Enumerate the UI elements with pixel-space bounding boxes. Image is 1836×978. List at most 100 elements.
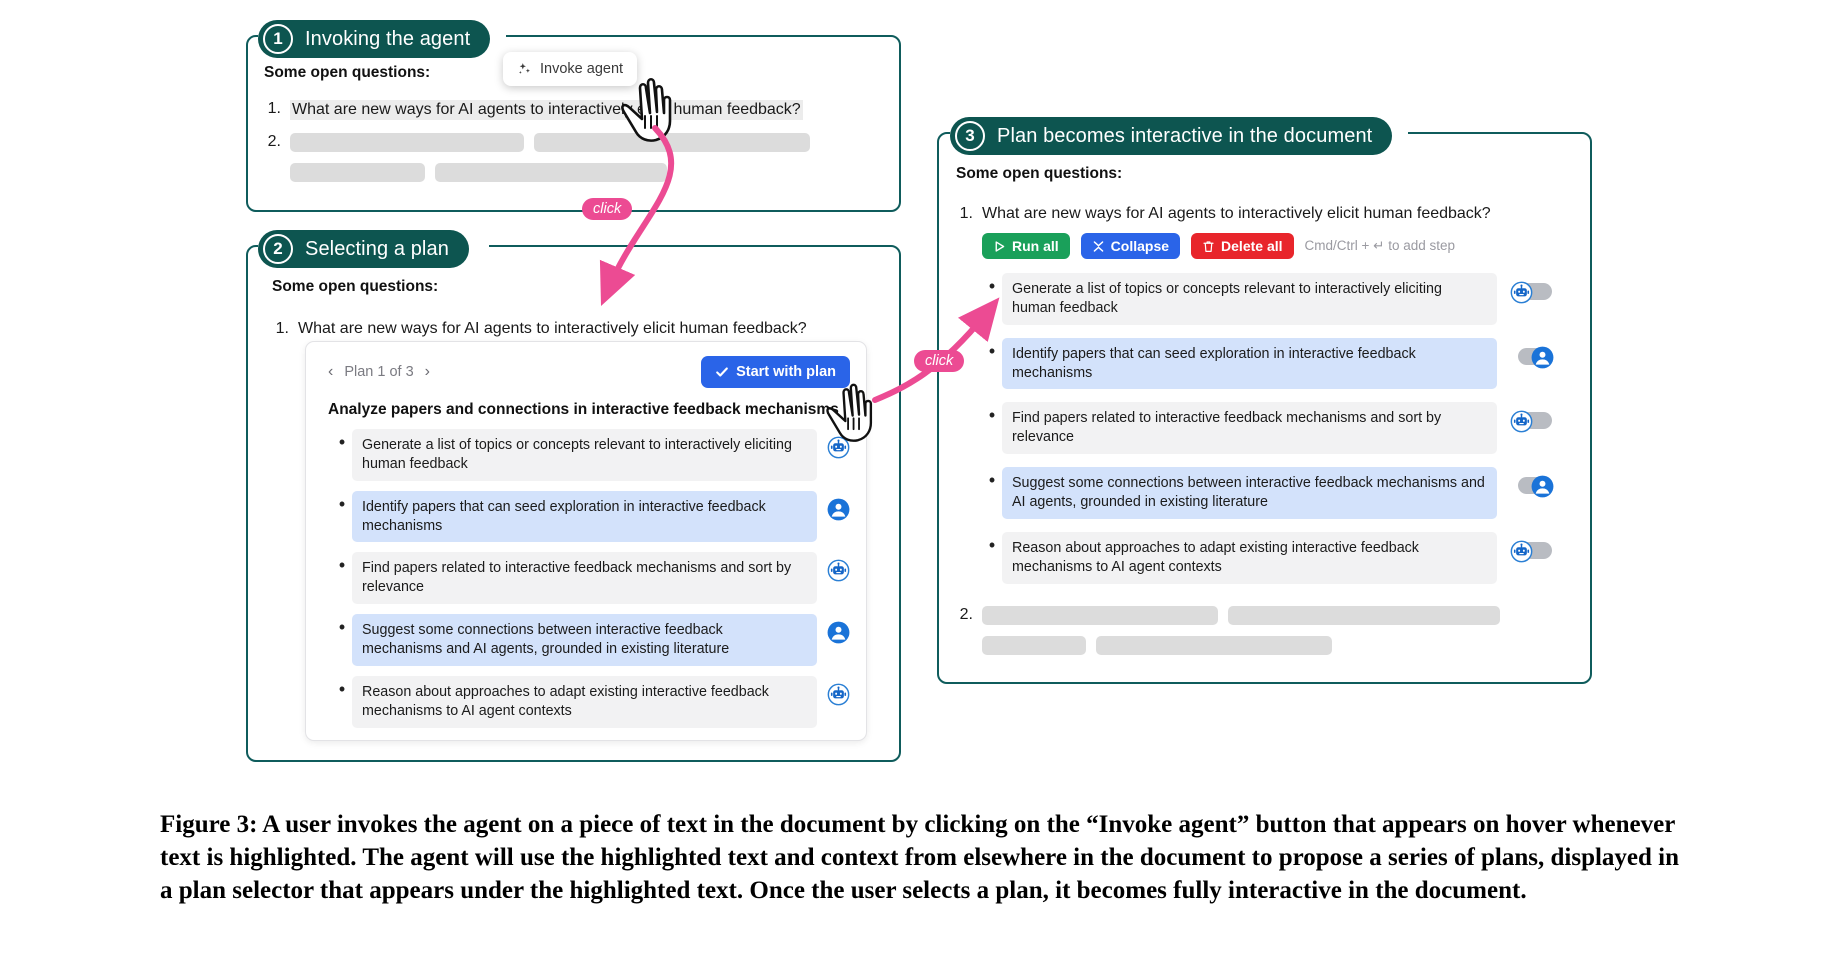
panel-2-question-text: What are new ways for AI agents to inter… — [298, 320, 807, 337]
text-placeholder — [982, 605, 1218, 625]
plan-counter-label: Plan 1 of 3 — [344, 364, 414, 380]
hand-cursor-icon — [621, 77, 672, 142]
panel-1-question-number: 1. — [267, 100, 281, 117]
plan-toolbar: Run all Collapse Delete all Cmd/Ctrl + ↵… — [982, 233, 1576, 259]
start-with-plan-button[interactable]: Start with plan — [701, 356, 850, 388]
play-icon — [993, 240, 1006, 253]
robot-icon — [1510, 281, 1533, 304]
text-placeholder — [435, 163, 667, 182]
robot-icon — [1510, 540, 1533, 563]
plan-step-text[interactable]: Identify papers that can seed exploratio… — [352, 490, 817, 543]
bullet-icon: • — [988, 340, 996, 361]
panel-2-question-row: 1. What are new ways for AI agents to in… — [272, 320, 882, 338]
plan-step-text[interactable]: Reason about approaches to adapt existin… — [1002, 531, 1497, 584]
robot-icon[interactable] — [827, 559, 850, 582]
person-icon[interactable] — [827, 498, 850, 521]
plan-step-text[interactable]: Reason about approaches to adapt existin… — [352, 675, 817, 728]
plan-step-text[interactable]: Generate a list of topics or concepts re… — [352, 429, 817, 481]
person-icon[interactable] — [827, 621, 850, 644]
panel-1-second-number: 2. — [267, 133, 281, 150]
trash-icon — [1202, 240, 1215, 253]
plan-step-text[interactable]: Generate a list of topics or concepts re… — [1002, 273, 1497, 325]
bullet-icon: • — [988, 405, 996, 426]
robot-icon[interactable] — [827, 436, 850, 459]
panel-2-doc-heading: Some open questions: — [272, 278, 439, 295]
bullet-icon: • — [988, 470, 996, 491]
person-icon — [1531, 346, 1554, 369]
bullet-icon: • — [338, 432, 346, 452]
hand-cursor-icon — [826, 383, 873, 442]
role-toggle[interactable] — [1510, 540, 1554, 563]
plan-selector-card: ‹ Plan 1 of 3 › Start with plan Analyze … — [305, 341, 867, 741]
chevron-right-icon[interactable]: › — [424, 363, 430, 380]
delete-all-button[interactable]: Delete all — [1191, 233, 1294, 259]
collapse-button[interactable]: Collapse — [1080, 233, 1181, 259]
run-all-button[interactable]: Run all — [982, 233, 1070, 259]
plan-step[interactable]: • Generate a list of topics or concepts r… — [332, 429, 850, 481]
person-icon — [1531, 475, 1554, 498]
bullet-icon: • — [338, 555, 346, 576]
panel-2-tab: 2 Selecting a plan — [258, 230, 469, 268]
bullet-icon: • — [338, 493, 346, 514]
start-with-plan-label: Start with plan — [736, 364, 836, 380]
panel-2-number: 2 — [263, 234, 293, 264]
role-toggle[interactable] — [1510, 475, 1554, 498]
bullet-icon: • — [988, 276, 996, 296]
plan-step[interactable]: • Suggest some connections between intera… — [982, 467, 1554, 519]
text-placeholder — [1096, 635, 1332, 655]
plan-step[interactable]: • Reason about approaches to adapt existi… — [332, 675, 850, 728]
panel-3-question-number: 1. — [959, 205, 973, 222]
panel-3-tab: 3 Plan becomes interactive in the docume… — [950, 117, 1393, 155]
text-placeholder — [290, 133, 524, 152]
plan-title: Analyze papers and connections in intera… — [328, 401, 839, 418]
invoke-agent-button[interactable]: Invoke agent — [503, 52, 638, 86]
panel-3-number: 3 — [955, 121, 985, 151]
panel-1-highlighted-question[interactable]: What are new ways for AI agents to inter… — [290, 100, 803, 120]
plan-step[interactable]: • Identify papers that can seed explorati… — [982, 337, 1554, 390]
plan-step[interactable]: • Find papers related to interactive feed… — [332, 552, 850, 605]
robot-icon[interactable] — [827, 683, 850, 706]
plan-step-text[interactable]: Suggest some connections between interac… — [1002, 467, 1497, 519]
sparkle-icon — [517, 62, 532, 77]
text-placeholder — [1228, 605, 1500, 625]
plan-step-text[interactable]: Identify papers that can seed exploratio… — [1002, 337, 1497, 390]
click-annotation-2: click — [914, 350, 965, 372]
panel-3-title: Plan becomes interactive in the document — [997, 124, 1373, 147]
plan-step-text[interactable]: Find papers related to interactive feedb… — [352, 552, 817, 605]
panel-1-title: Invoking the agent — [305, 27, 471, 50]
role-toggle[interactable] — [1510, 346, 1554, 369]
click-annotation-1: click — [582, 198, 633, 220]
panel-3-doc-heading: Some open questions: — [956, 165, 1123, 182]
bullet-icon: • — [338, 617, 346, 638]
plan-step[interactable]: • Reason about approaches to adapt existi… — [982, 531, 1554, 584]
panel-3-second-number: 2. — [959, 605, 973, 623]
panel-2-title: Selecting a plan — [305, 237, 449, 260]
run-all-label: Run all — [1012, 238, 1059, 254]
plan-navigation: ‹ Plan 1 of 3 › — [328, 363, 430, 381]
plan-step-text[interactable]: Find papers related to interactive feedb… — [1002, 402, 1497, 455]
panel-3-question-row: 1. What are new ways for AI agents to in… — [956, 205, 1576, 223]
panel-1-doc-heading: Some open questions: — [264, 64, 431, 81]
collapse-icon — [1092, 240, 1105, 253]
plan-step[interactable]: • Find papers related to interactive feed… — [982, 402, 1554, 455]
bullet-icon: • — [988, 534, 996, 555]
plan-step[interactable]: • Suggest some connections between intera… — [332, 614, 850, 666]
bullet-icon: • — [338, 678, 346, 699]
delete-all-label: Delete all — [1221, 238, 1283, 254]
plan-step[interactable]: • Identify papers that can seed explorati… — [332, 490, 850, 543]
plan-step[interactable]: • Generate a list of topics or concepts r… — [982, 273, 1554, 325]
chevron-left-icon[interactable]: ‹ — [328, 363, 334, 380]
panel-1-number: 1 — [263, 24, 293, 54]
collapse-label: Collapse — [1110, 238, 1170, 254]
figure-caption: Figure 3: A user invokes the agent on a … — [160, 811, 1680, 904]
panel-3-question-text: What are new ways for AI agents to inter… — [982, 205, 1491, 222]
role-toggle[interactable] — [1510, 281, 1554, 304]
text-placeholder — [290, 163, 425, 182]
role-toggle[interactable] — [1510, 410, 1554, 433]
robot-icon — [1510, 410, 1533, 433]
check-icon — [715, 365, 729, 379]
text-placeholder — [982, 635, 1086, 655]
panel-3-second-item-row: 2. — [956, 605, 1576, 625]
plan-step-text[interactable]: Suggest some connections between interac… — [352, 614, 817, 666]
